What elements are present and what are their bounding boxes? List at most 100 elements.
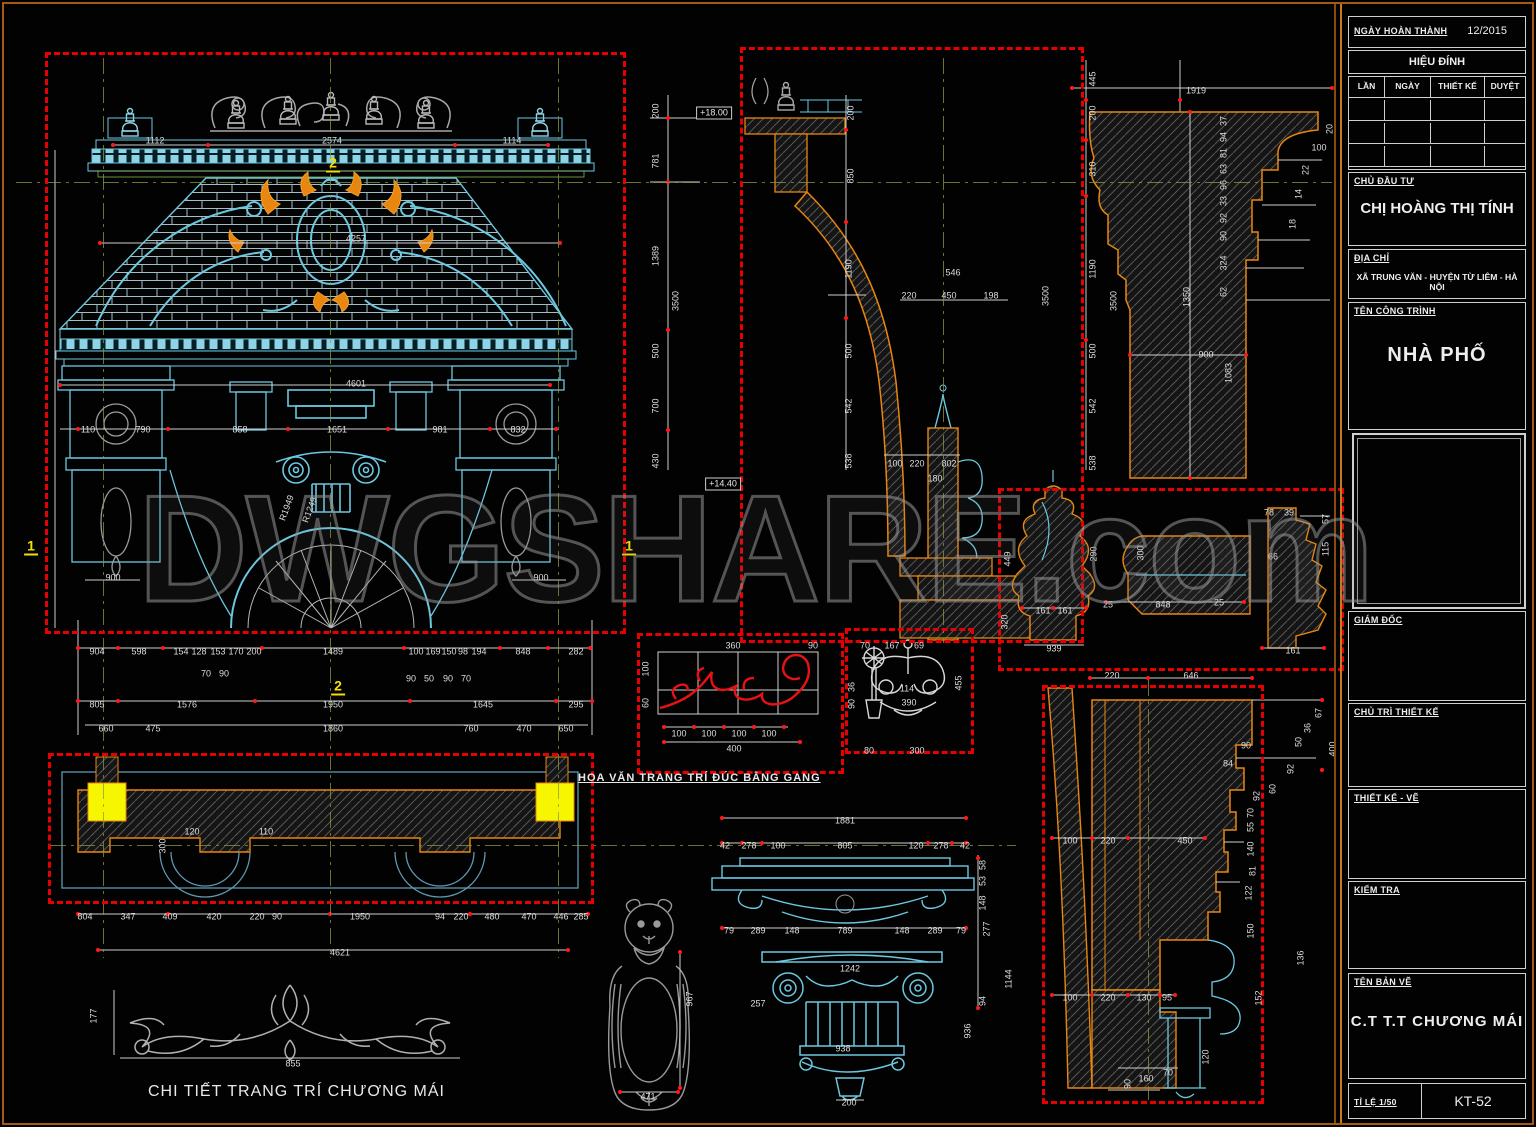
dim-label: 90	[218, 668, 230, 679]
dim-label: 90	[1240, 740, 1252, 751]
dim-label: 295	[568, 699, 584, 710]
scale-number-box: TỈ LỆ 1/50 KT-52	[1348, 1083, 1526, 1119]
dim-label: 79	[723, 925, 735, 936]
dim-label: 90	[1122, 1078, 1133, 1090]
drawing-plan	[61, 756, 590, 952]
dim-label: 18	[1287, 218, 1298, 230]
dim-label: 37	[1218, 115, 1229, 127]
dim-label: 100	[671, 728, 687, 739]
dim-label: 278	[933, 840, 949, 851]
dim-label: 300	[1135, 545, 1146, 561]
dim-label: 170	[228, 646, 244, 657]
dim-label: 66	[1267, 551, 1279, 562]
dim-label: 446	[553, 911, 569, 922]
dim-label: 805	[89, 699, 105, 710]
dim-label: 114	[899, 683, 915, 694]
dim-label: 289	[750, 925, 766, 936]
dim-label: 455	[953, 675, 964, 691]
dim-label: 900	[1198, 349, 1214, 360]
director-box: GIÁM ĐỐC	[1348, 611, 1526, 701]
dim-label: 148	[784, 925, 800, 936]
dim-label: 161	[1285, 645, 1301, 656]
section-marker: 1	[622, 539, 636, 556]
dim-label: 1576	[176, 699, 198, 710]
dim-label: 480	[484, 911, 500, 922]
dim-label: 62	[1218, 286, 1229, 298]
dim-label: 200	[841, 1097, 857, 1108]
dim-label: 70	[1245, 807, 1256, 819]
dim-label: 150	[1245, 923, 1256, 939]
dim-label: 938	[835, 1043, 851, 1054]
dim-label: 220	[1100, 835, 1116, 846]
dim-label: 4621	[329, 947, 351, 958]
drawing-cornice-profile	[1070, 86, 1334, 480]
dim-label: 858	[232, 424, 248, 435]
detail-box-cornice	[1042, 685, 1264, 1104]
project-value: NHÀ PHỐ	[1387, 344, 1487, 366]
dim-label: 538	[1087, 455, 1098, 471]
dim-label: 1112	[145, 135, 165, 146]
section-marker: 2	[326, 156, 340, 173]
dim-label: 92	[1251, 790, 1262, 802]
dim-label: 981	[432, 424, 448, 435]
lead-designer-label: CHỦ TRÌ THIẾT KẾ	[1354, 707, 1439, 717]
dim-label: 1389	[650, 245, 661, 267]
dim-label: 804	[77, 911, 93, 922]
rev-cell	[1485, 146, 1525, 167]
dim-label: 80	[863, 745, 875, 756]
address-value: XÃ TRUNG VĂN - HUYỆN TỪ LIÊM - HÀ NỘI	[1356, 272, 1518, 292]
dim-label: 650	[558, 723, 574, 734]
dim-label: 850	[845, 168, 856, 184]
dim-label: 100	[640, 661, 651, 677]
dim-label: 98	[457, 646, 469, 657]
dim-label: 42	[719, 840, 731, 851]
dim-label: 1190	[1087, 259, 1098, 279]
dim-label: 50	[423, 673, 435, 684]
rev-col-lan: LẦN	[1349, 77, 1385, 98]
dim-label: 760	[463, 723, 479, 734]
dim-label: 96	[1218, 179, 1229, 191]
dim-label: 310	[1087, 161, 1098, 177]
dim-label: 4257	[345, 233, 367, 244]
dim-label: 100	[1062, 992, 1078, 1003]
dim-label: 110	[258, 826, 274, 837]
dim-label: 90	[442, 673, 454, 684]
dim-label: 289	[927, 925, 943, 936]
dim-label: 1919	[1185, 85, 1207, 96]
dim-label: 60	[1267, 783, 1278, 795]
main-title: CHI TIẾT TRANG TRÍ CHƯƠNG MÁI	[148, 1083, 445, 1100]
dim-label: 290	[1088, 546, 1099, 562]
dim-label: 57	[1320, 513, 1331, 525]
dim-label: 700	[650, 398, 661, 414]
detail-box-cast-right	[845, 628, 974, 754]
client-value: CHỊ HOÀNG THỊ TÍNH	[1360, 200, 1514, 217]
dim-label: 390	[901, 697, 917, 708]
dim-label: 94	[977, 995, 988, 1007]
casting-label: HOA VĂN TRANG TRÍ ĐÚC BẰNG GANG	[578, 772, 821, 784]
dim-label: 90	[405, 673, 417, 684]
dim-label: 832	[510, 424, 526, 435]
dim-label: 1350	[1181, 286, 1192, 308]
level-tag: +18.00	[696, 106, 732, 120]
dim-label: 95	[1161, 992, 1173, 1003]
dim-label: 36	[1302, 722, 1313, 734]
drawing-name-label: TÊN BẢN VẼ	[1354, 977, 1412, 987]
dim-label: 324	[1218, 255, 1229, 271]
axis-line	[16, 182, 1332, 183]
address-box: ĐỊA CHỈ XÃ TRUNG VĂN - HUYỆN TỪ LIÊM - H…	[1348, 249, 1526, 299]
dim-label: 94	[434, 911, 446, 922]
dim-label: 42	[959, 840, 971, 851]
drawing-finial-details	[1011, 470, 1330, 650]
dim-label: 169	[425, 646, 441, 657]
director-label: GIÁM ĐỐC	[1354, 615, 1403, 625]
drawing-lion-cartouche	[607, 898, 691, 1111]
dim-label: 347	[120, 911, 136, 922]
dim-label: 542	[1087, 398, 1098, 414]
drawing-name-box: TÊN BẢN VẼ C.T T.T CHƯƠNG MÁI	[1348, 973, 1526, 1079]
dim-label: 939	[1046, 643, 1062, 654]
rev-cell	[1349, 100, 1385, 121]
dim-label: 110	[80, 424, 96, 435]
axis-line	[330, 58, 331, 958]
dim-label: 470	[521, 911, 537, 922]
dim-label: 257	[750, 998, 766, 1009]
